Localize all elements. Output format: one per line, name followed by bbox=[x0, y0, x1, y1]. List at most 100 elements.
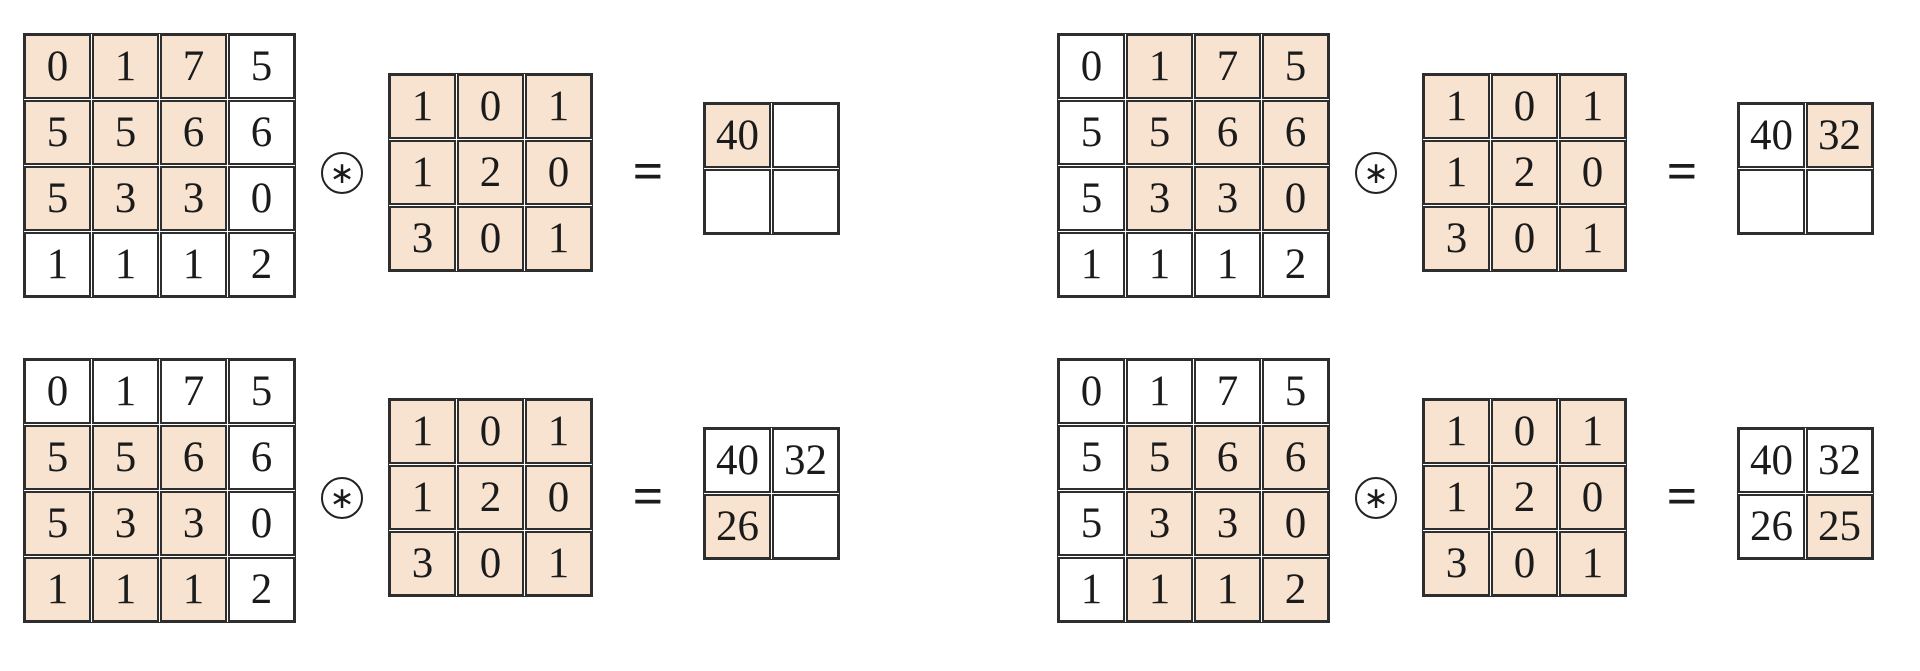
kernel-cell: 0 bbox=[1491, 206, 1558, 271]
output-cell bbox=[1738, 169, 1805, 234]
output-cell bbox=[772, 103, 839, 168]
input-cell: 0 bbox=[228, 491, 295, 556]
input-cell: 1 bbox=[92, 557, 159, 622]
input-cell: 0 bbox=[24, 34, 91, 99]
input-cell: 6 bbox=[1262, 425, 1329, 490]
circled-asterisk-operator: ∗ bbox=[321, 477, 363, 519]
input-cell: 2 bbox=[228, 557, 295, 622]
kernel-cell: 1 bbox=[1423, 74, 1490, 139]
equals-sign: = bbox=[632, 466, 664, 526]
kernel-cell: 1 bbox=[1559, 531, 1626, 596]
input-cell: 5 bbox=[24, 425, 91, 490]
kernel-cell: 0 bbox=[525, 465, 592, 530]
input-cell: 6 bbox=[228, 100, 295, 165]
input-cell: 1 bbox=[24, 557, 91, 622]
input-cell: 1 bbox=[160, 557, 227, 622]
input-cell: 1 bbox=[1126, 34, 1193, 99]
input-cell: 7 bbox=[160, 34, 227, 99]
kernel-cell: 0 bbox=[1491, 531, 1558, 596]
kernel-cell: 0 bbox=[457, 74, 524, 139]
input-cell: 3 bbox=[1194, 491, 1261, 556]
input-cell: 2 bbox=[1262, 232, 1329, 297]
kernel-cell: 1 bbox=[1423, 140, 1490, 205]
input-cell: 0 bbox=[1058, 34, 1125, 99]
kernel-cell: 0 bbox=[457, 206, 524, 271]
kernel-cell: 1 bbox=[1559, 206, 1626, 271]
input-cell: 5 bbox=[1058, 100, 1125, 165]
kernel-cell: 1 bbox=[1559, 399, 1626, 464]
input-cell: 1 bbox=[92, 359, 159, 424]
equals-sign: = bbox=[1666, 141, 1698, 201]
input-cell: 0 bbox=[1262, 166, 1329, 231]
equals-sign: = bbox=[1666, 466, 1698, 526]
input-cell: 3 bbox=[1126, 166, 1193, 231]
circled-asterisk-operator: ∗ bbox=[321, 152, 363, 194]
output-cell: 32 bbox=[1806, 103, 1873, 168]
kernel-cell: 1 bbox=[525, 399, 592, 464]
input-cell: 3 bbox=[1126, 491, 1193, 556]
kernel-cell: 1 bbox=[389, 140, 456, 205]
kernel-cell: 1 bbox=[525, 74, 592, 139]
input-cell: 6 bbox=[1262, 100, 1329, 165]
input-cell: 0 bbox=[228, 166, 295, 231]
kernel-cell: 1 bbox=[1423, 465, 1490, 530]
input-cell: 5 bbox=[1262, 359, 1329, 424]
output-cell: 32 bbox=[772, 428, 839, 493]
kernel-cell: 2 bbox=[1491, 140, 1558, 205]
output-cell bbox=[772, 169, 839, 234]
input-cell: 1 bbox=[1194, 557, 1261, 622]
input-cell: 6 bbox=[1194, 100, 1261, 165]
kernel-cell: 3 bbox=[389, 206, 456, 271]
output-cell: 32 bbox=[1806, 428, 1873, 493]
input-cell: 5 bbox=[24, 100, 91, 165]
kernel-cell: 1 bbox=[389, 465, 456, 530]
input-cell: 3 bbox=[92, 166, 159, 231]
input-cell: 0 bbox=[1058, 359, 1125, 424]
input-cell: 5 bbox=[228, 359, 295, 424]
output-matrix-grid: 40 bbox=[703, 102, 840, 235]
output-cell: 40 bbox=[1738, 103, 1805, 168]
input-cell: 1 bbox=[160, 232, 227, 297]
kernel-cell: 2 bbox=[457, 140, 524, 205]
output-cell: 40 bbox=[704, 428, 771, 493]
output-cell bbox=[1806, 169, 1873, 234]
kernel-cell: 0 bbox=[1491, 399, 1558, 464]
kernel-cell: 1 bbox=[1423, 399, 1490, 464]
input-cell: 0 bbox=[24, 359, 91, 424]
kernel-cell: 2 bbox=[457, 465, 524, 530]
kernel-cell: 1 bbox=[525, 531, 592, 596]
input-cell: 1 bbox=[1126, 232, 1193, 297]
input-cell: 5 bbox=[1126, 100, 1193, 165]
input-cell: 5 bbox=[24, 491, 91, 556]
input-cell: 1 bbox=[92, 34, 159, 99]
input-cell: 5 bbox=[1058, 166, 1125, 231]
input-cell: 1 bbox=[92, 232, 159, 297]
kernel-cell: 1 bbox=[389, 399, 456, 464]
input-cell: 2 bbox=[228, 232, 295, 297]
input-cell: 1 bbox=[24, 232, 91, 297]
input-cell: 5 bbox=[24, 166, 91, 231]
output-cell bbox=[772, 494, 839, 559]
input-cell: 5 bbox=[92, 100, 159, 165]
input-cell: 1 bbox=[1058, 232, 1125, 297]
asterisk-icon: ∗ bbox=[329, 156, 355, 191]
output-cell: 25 bbox=[1806, 494, 1873, 559]
kernel-cell: 1 bbox=[525, 206, 592, 271]
kernel-cell: 0 bbox=[1559, 140, 1626, 205]
output-cell bbox=[704, 169, 771, 234]
output-cell: 40 bbox=[704, 103, 771, 168]
equals-sign: = bbox=[632, 141, 664, 201]
circled-asterisk-operator: ∗ bbox=[1355, 152, 1397, 194]
input-cell: 3 bbox=[1194, 166, 1261, 231]
input-cell: 3 bbox=[92, 491, 159, 556]
